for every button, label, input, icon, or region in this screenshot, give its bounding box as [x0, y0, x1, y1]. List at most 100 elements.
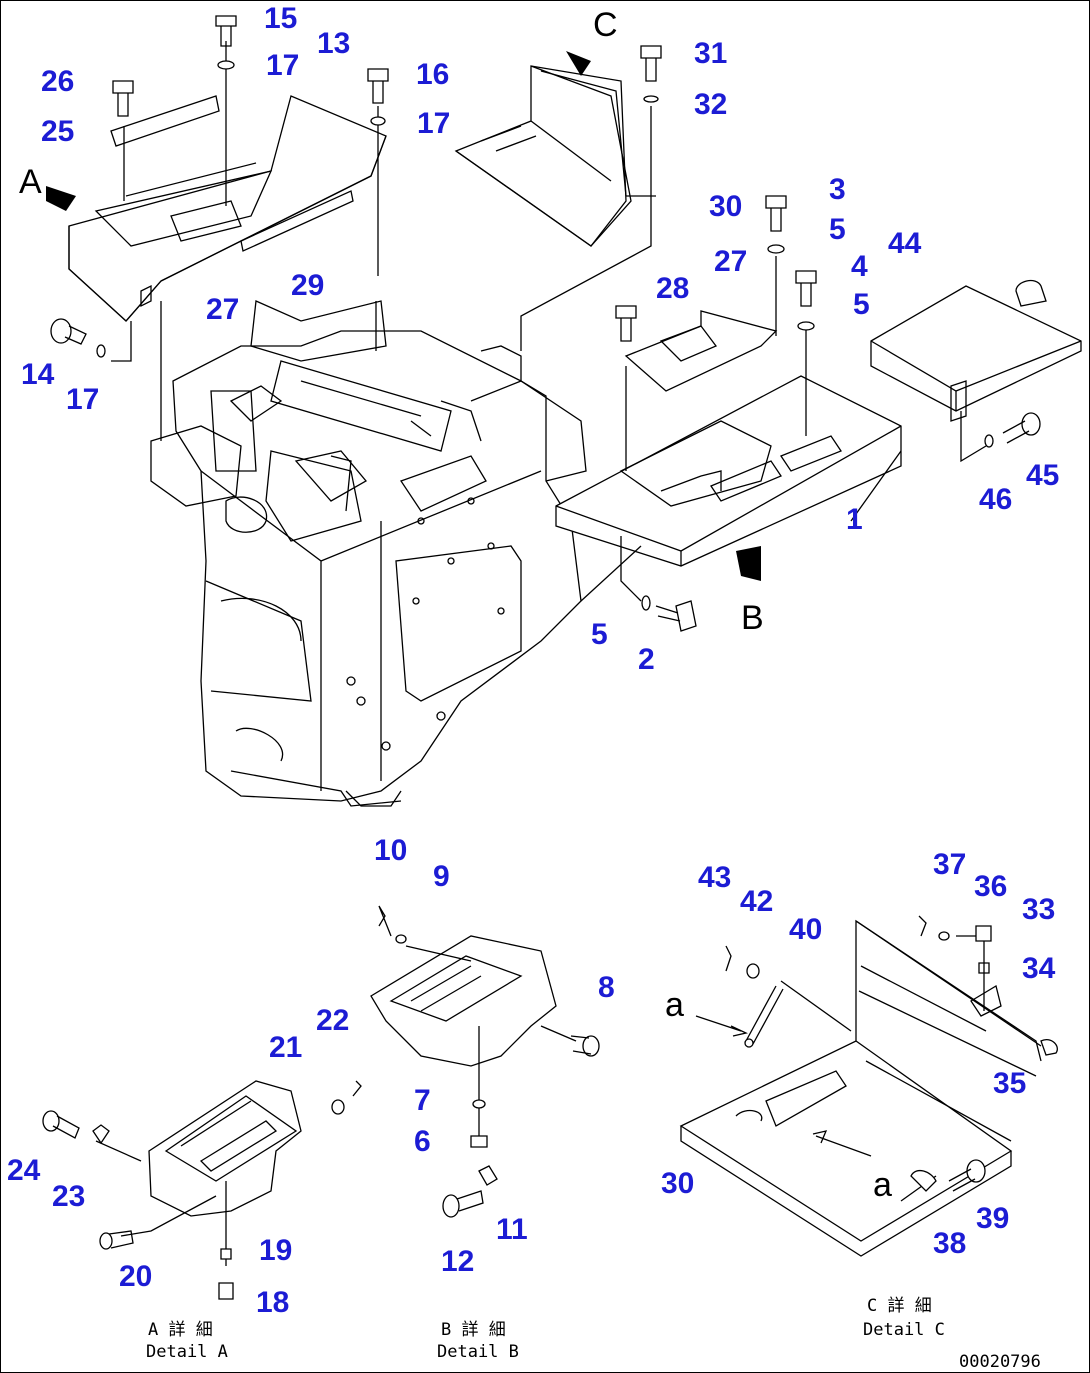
view-arrows: [46, 51, 761, 581]
callout-30a: 30: [709, 190, 742, 223]
washer-17-icon: [217, 60, 235, 70]
nut-18-icon: [218, 1282, 234, 1300]
callout-16: 16: [416, 58, 449, 91]
washer-5b-icon: [797, 321, 815, 331]
cover-30: [454, 65, 632, 247]
callout-36: 36: [974, 870, 1007, 903]
caption-detail-c-jp: C 詳 細: [867, 1296, 932, 1316]
callout-24: 24: [7, 1154, 41, 1187]
washer-36-icon: [938, 931, 950, 941]
detail-c: [679, 915, 1058, 1257]
washer-17c-icon: [96, 344, 106, 358]
view-label-b: B: [741, 599, 764, 637]
callout-30b: 30: [661, 1167, 694, 1200]
detail-b: [370, 905, 600, 1218]
callout-40: 40: [789, 913, 822, 946]
callout-14: 14: [21, 358, 55, 391]
callout-20: 20: [119, 1260, 152, 1293]
bolt-28-icon: [615, 305, 637, 342]
callout-31: 31: [694, 37, 727, 70]
callout-43: 43: [698, 861, 731, 894]
callout-2: 2: [638, 643, 655, 676]
caption-detail-a-jp: A 詳 細: [148, 1320, 213, 1340]
caption-detail-b: Detail B: [437, 1342, 519, 1362]
callout-7: 7: [414, 1084, 431, 1117]
bolt-20-icon: [99, 1230, 134, 1250]
caption-detail-a: Detail A: [146, 1342, 228, 1362]
bolt-31-icon: [640, 45, 662, 82]
view-a-arrow-icon: [46, 186, 76, 211]
callout-11: 11: [496, 1213, 528, 1246]
callout-46: 46: [979, 483, 1012, 516]
washer-9-icon: [395, 934, 407, 944]
callout-35: 35: [993, 1067, 1026, 1100]
bolt-15-icon: [215, 15, 237, 47]
callout-17b: 17: [417, 107, 450, 140]
washer-5c-icon: [641, 595, 651, 611]
callout-44: 44: [888, 227, 922, 260]
callout-42: 42: [740, 885, 773, 918]
drawing-number: 00020796: [959, 1352, 1041, 1372]
cover-1: [555, 375, 902, 567]
callout-39: 39: [976, 1202, 1009, 1235]
nut-6-icon: [470, 1135, 488, 1148]
callout-3: 3: [829, 173, 846, 206]
callout-28: 28: [656, 272, 689, 305]
callout-29: 29: [291, 269, 324, 302]
bolt-33-icon: [975, 925, 992, 942]
callout-labels: 1 2 3 4 5 5 5 6 7 8 9 10 11 12 13 14 15 …: [7, 2, 1059, 1319]
view-letters: A C B a a: [19, 6, 892, 1204]
washer-21-icon: [331, 1099, 345, 1115]
cover-44: [870, 279, 1082, 422]
callout-8: 8: [598, 971, 615, 1004]
washer-7-icon: [472, 1099, 486, 1109]
callout-5a: 5: [829, 213, 846, 246]
clip-11-icon: [478, 1165, 498, 1186]
washer-19-icon: [220, 1248, 232, 1260]
clip-23-icon: [92, 1124, 110, 1145]
washer-38-icon: [910, 1169, 937, 1192]
bolt-26-icon: [112, 80, 134, 117]
leader-lines: [111, 41, 987, 602]
callout-27a: 27: [206, 293, 239, 326]
bolt-24-icon: [42, 1110, 80, 1139]
pin-43-icon: [725, 945, 732, 972]
pin-37-icon: [918, 915, 927, 937]
detail-a: [42, 1080, 362, 1300]
bolt-4-icon: [795, 270, 817, 307]
bolt-2-icon: [655, 600, 697, 632]
pin-35-icon: [1040, 1039, 1058, 1056]
callout-6: 6: [414, 1125, 431, 1158]
callout-32: 32: [694, 88, 727, 121]
washer-46-icon: [984, 434, 994, 448]
callout-19: 19: [259, 1234, 292, 1267]
bolt-16-icon: [367, 68, 389, 104]
callout-23: 23: [52, 1180, 85, 1213]
callout-25: 25: [41, 115, 74, 148]
bolt-45-icon: [1002, 412, 1041, 444]
callout-38: 38: [933, 1227, 966, 1260]
rod-40-icon: [745, 985, 784, 1045]
washer-42-icon: [746, 963, 760, 979]
caption-detail-b-jp: B 詳 細: [441, 1320, 506, 1340]
callout-18: 18: [256, 1286, 289, 1319]
bolt-14-icon: [50, 318, 87, 345]
bolt-3-icon: [765, 195, 787, 232]
callout-22: 22: [316, 1004, 349, 1037]
fasteners: [50, 15, 1041, 632]
callout-10: 10: [374, 834, 407, 867]
main-frame: [150, 300, 587, 807]
bolt-8-icon: [570, 1035, 600, 1057]
callout-27b: 27: [714, 245, 747, 278]
callout-37: 37: [933, 848, 966, 881]
callout-34: 34: [1022, 952, 1056, 985]
callout-26: 26: [41, 65, 74, 98]
pin-22-icon: [352, 1080, 362, 1097]
view-label-a2: a: [873, 1166, 892, 1204]
callout-21: 21: [269, 1031, 302, 1064]
washer-32-icon: [643, 95, 659, 103]
callout-13: 13: [317, 27, 350, 60]
bolt-39-icon: [948, 1159, 986, 1192]
